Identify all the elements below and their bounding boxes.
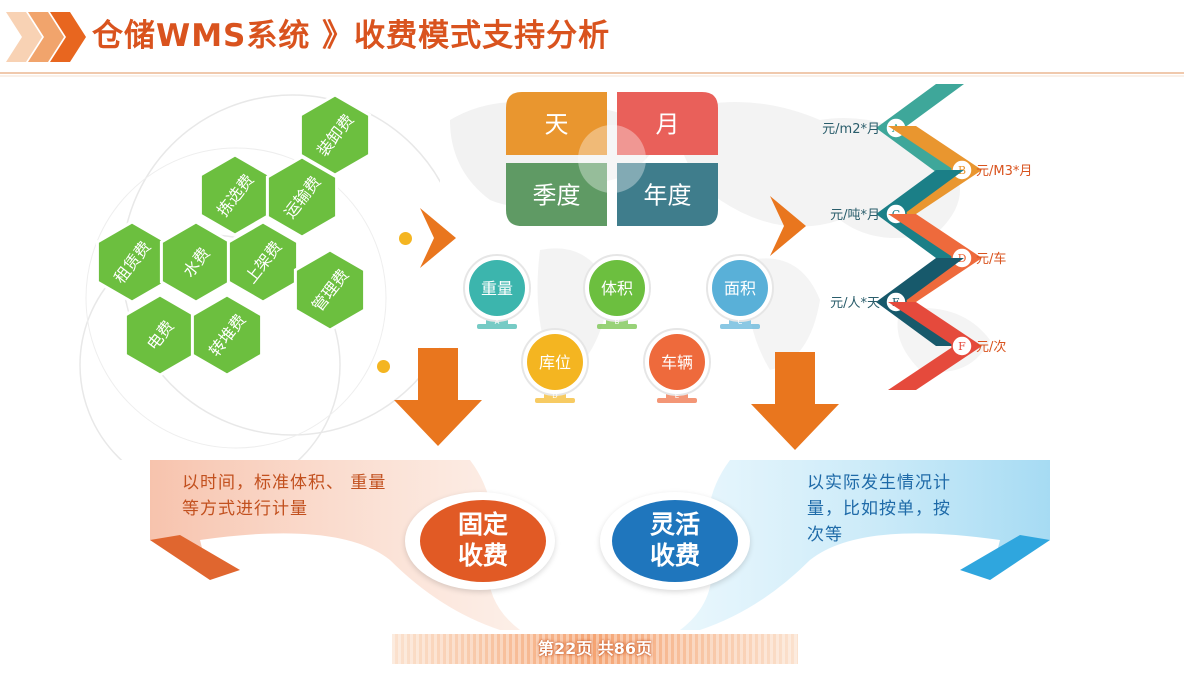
unit-label: 元/次 bbox=[976, 339, 1006, 355]
flexible-desc-line1: 以实际发生情况计 bbox=[807, 473, 951, 493]
page-title: 仓储WMS系统 》收费模式支持分析 bbox=[92, 18, 611, 54]
fee-type-hexagons: 装卸费拣选费运输费租赁费水费上架费管理费电费转堆费 bbox=[95, 93, 372, 377]
fee-type-hexagon: 运输费 bbox=[265, 155, 339, 239]
connector-dot-1 bbox=[399, 232, 412, 245]
fee-type-hexagon: 上架费 bbox=[226, 220, 300, 304]
measure-circle: 面积 C bbox=[706, 254, 774, 329]
flexible-fee-swoosh bbox=[680, 460, 1050, 630]
measure-badge: E bbox=[675, 392, 679, 400]
measure-label: 库位 bbox=[539, 353, 571, 372]
fixed-fee-circle-inner bbox=[420, 500, 546, 582]
measure-badge: A bbox=[495, 318, 500, 326]
fee-type-hexagon: 转堆费 bbox=[190, 293, 264, 377]
flexible-desc-line3: 次等 bbox=[807, 525, 843, 545]
measure-circles: 重量 A 体积 B 面积 C 库位 D 车辆 E bbox=[463, 254, 774, 403]
unit-label: 元/M3*月 bbox=[976, 164, 1032, 179]
time-period-label: 季度 bbox=[533, 182, 581, 210]
time-period-tile: 年度 bbox=[617, 163, 718, 226]
flexible-desc-line2: 量，比如按单，按 bbox=[807, 499, 951, 519]
time-period-label: 年度 bbox=[644, 182, 692, 210]
time-period-tile: 月 bbox=[617, 92, 718, 155]
flexible-fee-circle-inner bbox=[612, 500, 738, 582]
time-period-label: 月 bbox=[656, 111, 680, 139]
flexible-label-line2: 收费 bbox=[649, 541, 700, 570]
down-arrow bbox=[751, 352, 839, 450]
measure-circle: 库位 D bbox=[521, 328, 589, 403]
flexible-label-line1: 灵活 bbox=[649, 510, 700, 539]
unit-label: 元/m2*月 bbox=[822, 122, 880, 137]
right-arrow bbox=[770, 196, 806, 256]
measure-label: 面积 bbox=[724, 279, 756, 298]
right-arrow bbox=[420, 208, 456, 268]
fixed-desc-line1: 以时间，标准体积、 重量 bbox=[182, 473, 387, 493]
page-counter: 第22页 共86页 bbox=[537, 639, 653, 658]
measure-label: 体积 bbox=[601, 279, 633, 298]
fixed-fee-label: 固定 收费 bbox=[420, 509, 546, 571]
time-period-tile: 季度 bbox=[506, 163, 607, 226]
time-period-tile: 天 bbox=[506, 92, 607, 155]
measure-badge: C bbox=[738, 318, 743, 326]
time-period-tiles: 天 月季度 年度 bbox=[506, 92, 718, 226]
measure-label: 车辆 bbox=[661, 353, 693, 372]
fee-type-hexagon: 水费 bbox=[159, 220, 233, 304]
fee-type-hexagon: 租赁费 bbox=[95, 220, 169, 304]
tile-center-glow bbox=[578, 125, 646, 193]
fee-type-hexagon: 拣选费 bbox=[198, 153, 272, 237]
unit-zigzag: A元/m2*月B元/M3*月C元/吨*月D元/车E元/人*天F元/次 bbox=[822, 84, 1032, 390]
time-period-label: 天 bbox=[545, 111, 569, 139]
flexible-fee-label: 灵活 收费 bbox=[612, 509, 738, 571]
fee-type-hexagon: 管理费 bbox=[293, 248, 367, 332]
down-arrow bbox=[394, 348, 482, 446]
pager-bar bbox=[392, 634, 798, 664]
measure-circle: 重量 A bbox=[463, 254, 531, 329]
measure-label: 重量 bbox=[481, 279, 513, 298]
unit-label: 元/吨*月 bbox=[830, 208, 880, 223]
unit-letter: F bbox=[958, 340, 966, 353]
flexible-fee-description: 以实际发生情况计 量，比如按单，按 次等 bbox=[807, 470, 1027, 548]
unit-segment: F 元/次 bbox=[888, 302, 1006, 390]
fee-type-hexagon: 装卸费 bbox=[298, 93, 372, 177]
fixed-fee-description: 以时间，标准体积、 重量 等方式进行计量 bbox=[182, 470, 482, 522]
header-divider bbox=[0, 72, 1184, 77]
connector-dot-2 bbox=[377, 360, 390, 373]
measure-circle: 体积 B bbox=[583, 254, 651, 329]
header-chevrons bbox=[6, 12, 86, 62]
fixed-label-line1: 固定 bbox=[457, 510, 508, 539]
fixed-fee-swoosh bbox=[150, 460, 520, 630]
measure-badge: B bbox=[615, 318, 620, 326]
unit-label: 元/人*天 bbox=[830, 296, 880, 311]
fixed-desc-line2: 等方式进行计量 bbox=[182, 499, 308, 519]
fixed-label-line2: 收费 bbox=[457, 541, 508, 570]
measure-circle: 车辆 E bbox=[643, 328, 711, 403]
measure-badge: D bbox=[552, 392, 557, 400]
unit-label: 元/车 bbox=[976, 251, 1006, 267]
